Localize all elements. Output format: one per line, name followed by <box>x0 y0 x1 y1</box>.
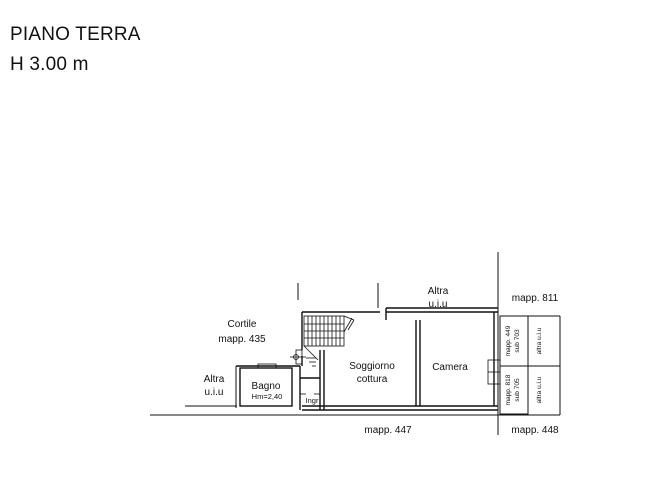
altra-top-label: Altra <box>428 286 449 297</box>
building-walls <box>236 307 498 411</box>
altra-uiu-vertical-bottom: altra u.i.u <box>536 376 543 403</box>
mapp-818-label: mapp. 818 <box>505 374 512 405</box>
altra-top-uiu-label: u.i.u <box>429 299 448 310</box>
mapp-449-sub-label: sub 703 <box>514 329 521 353</box>
room-ingresso-label: Ingr <box>306 396 319 405</box>
mapp-447-label: mapp. 447 <box>364 425 412 436</box>
room-soggiorno-label: Soggiorno <box>349 361 395 372</box>
boundary-lines <box>150 252 560 435</box>
mapp-818-sub-label: sub 705 <box>514 378 521 402</box>
room-cottura-label: cottura <box>357 374 388 385</box>
mapp-449-label: mapp. 449 <box>505 325 512 356</box>
mapp-811-label: mapp. 811 <box>512 293 559 304</box>
stairs <box>303 315 355 367</box>
floor-title: PIANO TERRA <box>10 24 141 45</box>
altra-left-label: Altra <box>204 374 225 385</box>
mapp-448-label: mapp. 448 <box>511 425 559 436</box>
room-bagno-height: Hm=2,40 <box>252 392 283 401</box>
floor-height: H 3.00 m <box>10 54 89 75</box>
room-bagno-label: Bagno <box>252 381 281 392</box>
windows <box>257 349 501 395</box>
altra-left-uiu-label: u.i.u <box>205 387 224 398</box>
cortile-mapp-label: mapp. 435 <box>218 334 266 345</box>
side-parcels <box>499 315 561 415</box>
cortile-label: Cortile <box>228 319 257 330</box>
altra-uiu-vertical-top: altra u.i.u <box>536 327 543 354</box>
room-camera-label: Camera <box>432 362 468 373</box>
